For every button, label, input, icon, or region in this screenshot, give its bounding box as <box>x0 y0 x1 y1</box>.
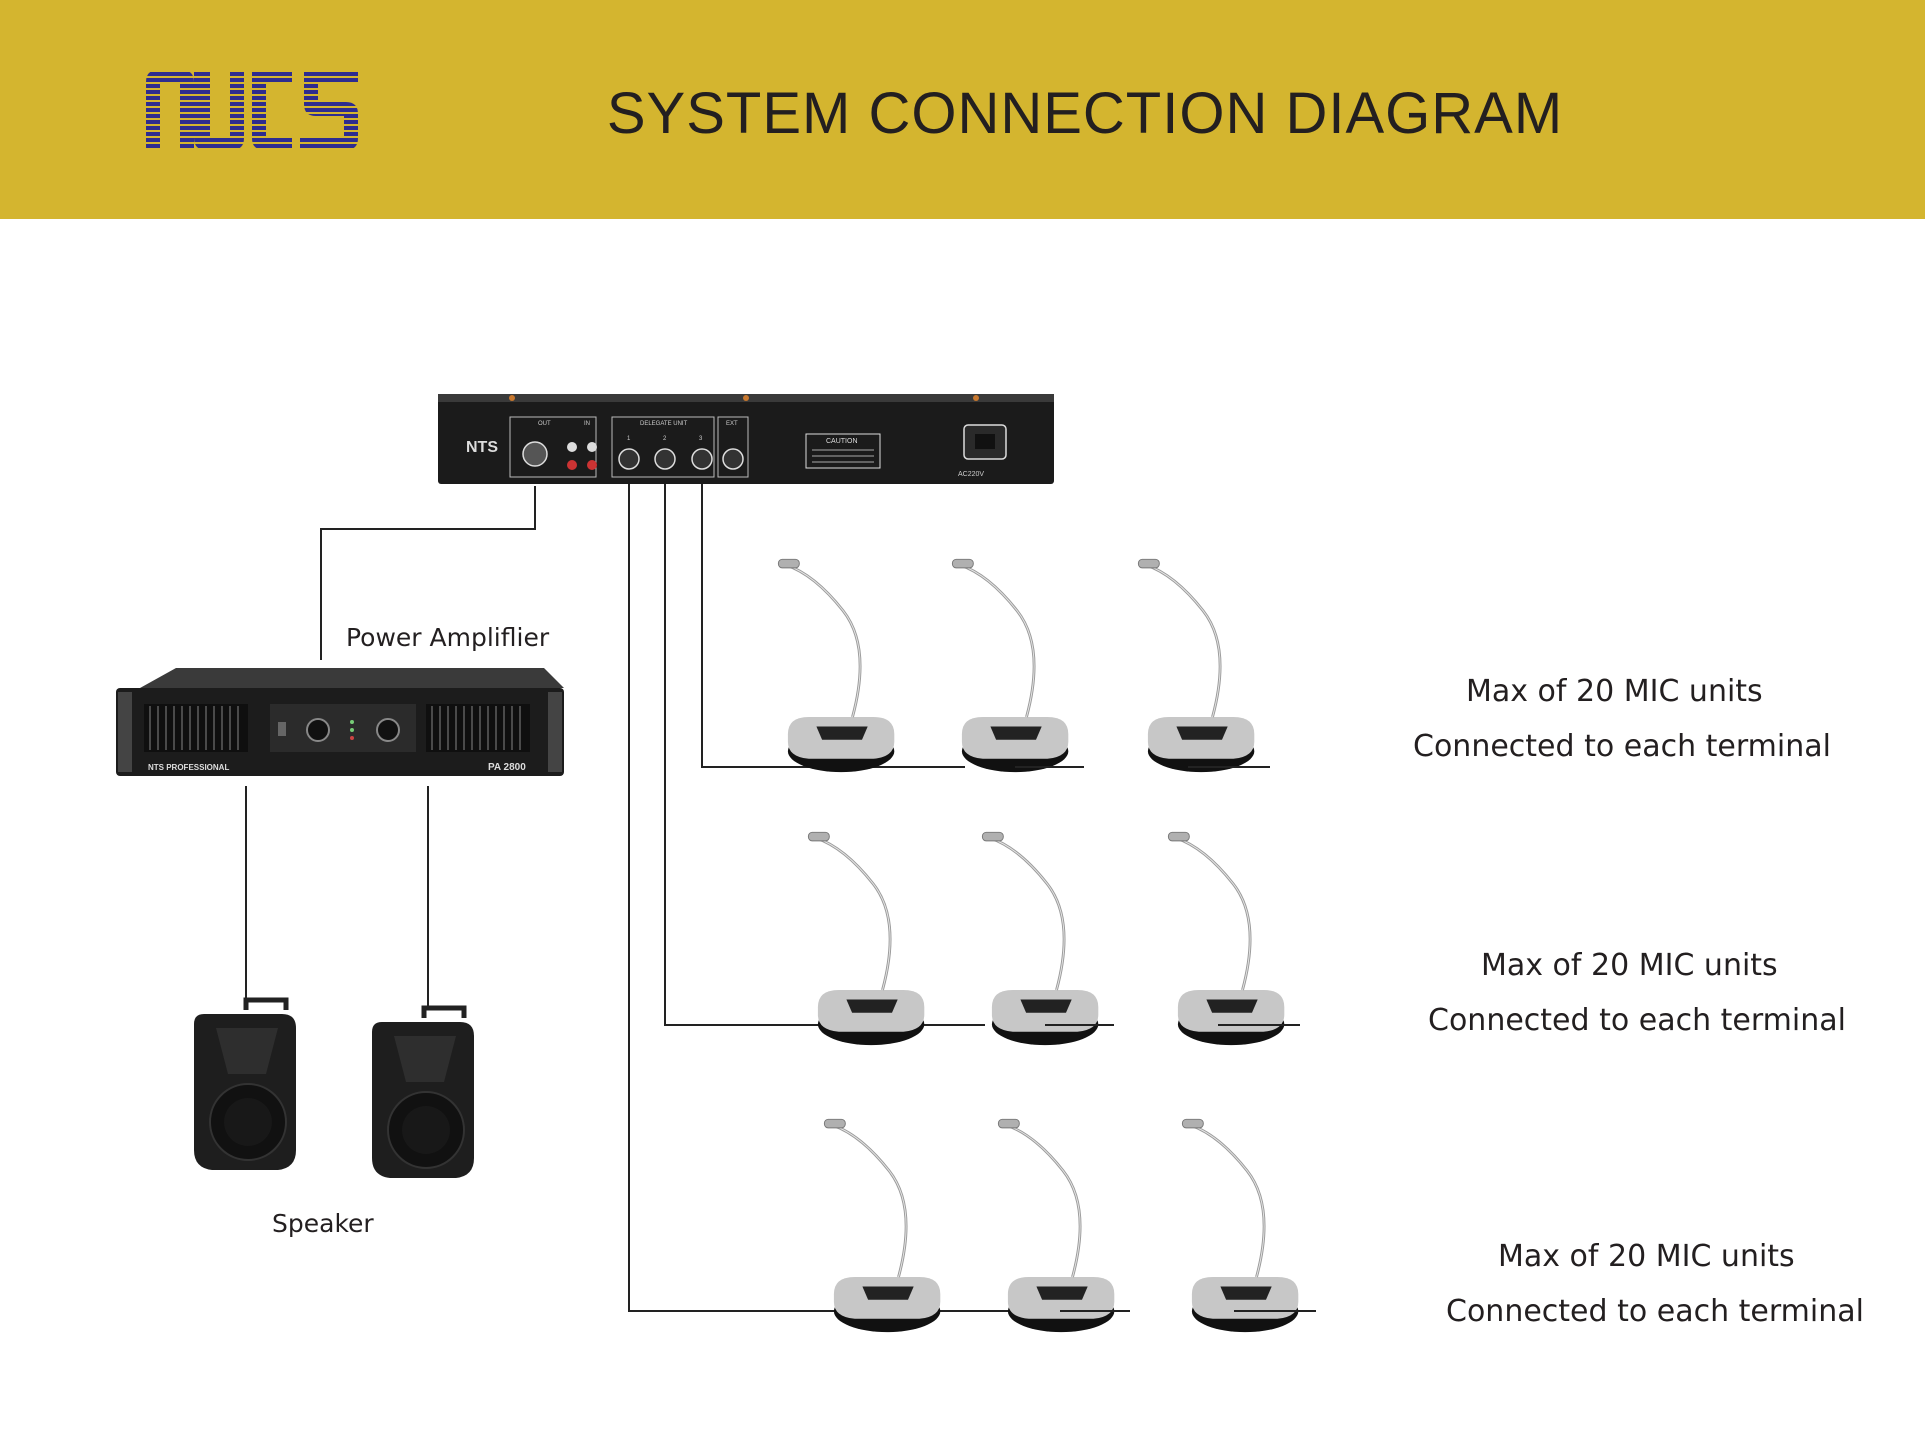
section-out: OUT <box>538 421 551 427</box>
amp-badge: NTS PROFESSIONAL <box>148 763 229 772</box>
xlr-output-port <box>522 441 548 467</box>
mic-unit <box>806 830 926 1047</box>
power-amplifier: NTS PROFESSIONAL PA 2800 <box>116 668 564 776</box>
mic-unit <box>1136 557 1256 774</box>
port-number-1: 1 <box>627 436 631 442</box>
amp-knob-left <box>306 718 330 742</box>
mic-unit <box>1180 1117 1300 1334</box>
delegate-port-1 <box>618 448 640 470</box>
header-banner: SYSTEM CONNECTION DIAGRAM <box>0 0 1925 219</box>
power-label: AC220V <box>958 471 984 478</box>
speaker-left <box>194 997 296 1170</box>
mic-group-2-line1: Max of 20 MIC units <box>1481 948 1778 983</box>
delegate-port-3 <box>691 448 713 470</box>
caution-label: CAUTION <box>826 438 858 445</box>
ext-port <box>722 448 744 470</box>
section-in: IN <box>584 421 590 427</box>
main-unit: NTS OUT IN DELEGATE UNIT EXT 1 2 3 CAUTI… <box>438 394 1054 484</box>
amp-model: PA 2800 <box>488 762 526 773</box>
speaker-label: Speaker <box>272 1209 374 1238</box>
main-unit-brand: NTS <box>466 439 498 456</box>
port-number-3: 3 <box>699 436 703 442</box>
mic-group-3-line1: Max of 20 MIC units <box>1498 1239 1795 1274</box>
mic-group-1-line1: Max of 20 MIC units <box>1466 674 1763 709</box>
mic-group-2-line2: Connected to each terminal <box>1428 1003 1846 1038</box>
mic-group-1 <box>776 557 1256 774</box>
amp-knob-right <box>376 718 400 742</box>
section-ext: EXT <box>726 421 738 427</box>
port-number-2: 2 <box>663 436 667 442</box>
mic-group-3-line2: Connected to each terminal <box>1446 1294 1864 1329</box>
mic-unit <box>996 1117 1116 1334</box>
mic-group-3 <box>822 1117 1300 1334</box>
mic-unit <box>950 557 1070 774</box>
nts-logo <box>146 70 358 150</box>
page-title: SYSTEM CONNECTION DIAGRAM <box>606 81 1564 146</box>
mic-group-1-line2: Connected to each terminal <box>1413 729 1831 764</box>
mic-unit <box>1166 830 1286 1047</box>
speaker-right <box>372 1005 474 1178</box>
mic-chain-wires <box>1015 766 1316 1312</box>
amplifier-label: Power Ampliflier <box>346 623 550 652</box>
delegate-port-2 <box>654 448 676 470</box>
mic-unit <box>980 830 1100 1047</box>
mic-unit <box>822 1117 942 1334</box>
section-delegate: DELEGATE UNIT <box>640 421 688 427</box>
mic-group-2 <box>806 830 1286 1047</box>
mic-unit <box>776 557 896 774</box>
